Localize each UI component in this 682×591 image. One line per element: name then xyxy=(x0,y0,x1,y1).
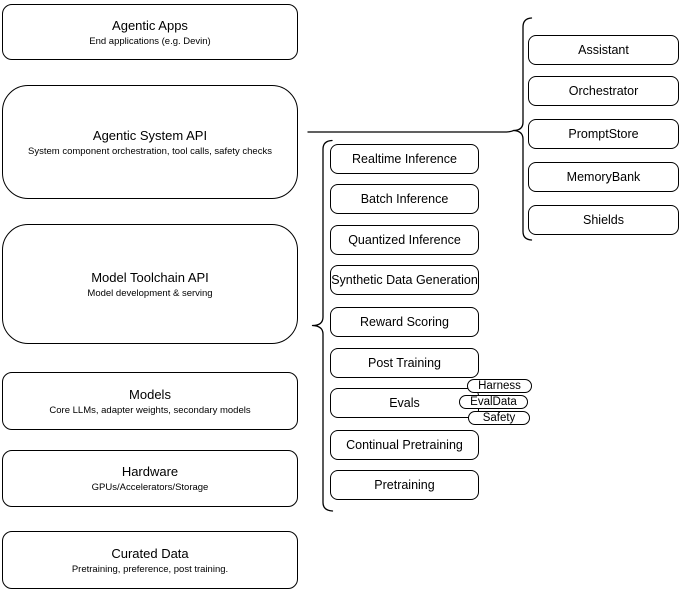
pill-safety: Safety xyxy=(468,411,530,425)
node-orchestrator: Orchestrator xyxy=(528,76,679,106)
pill-evaldata: EvalData xyxy=(459,395,528,409)
node-shields-label: Shields xyxy=(583,213,624,227)
node-agentic-apps: Agentic Apps End applications (e.g. Devi… xyxy=(2,4,298,60)
node-memorybank-label: MemoryBank xyxy=(566,170,641,184)
node-reward-scoring-label: Reward Scoring xyxy=(360,315,449,329)
system-api-to-right-group-connector-line xyxy=(307,129,515,133)
node-assistant: Assistant xyxy=(528,35,679,65)
node-models-subtitle: Core LLMs, adapter weights, secondary mo… xyxy=(49,404,251,416)
node-pretraining: Pretraining xyxy=(330,470,479,500)
node-evals-label: Evals xyxy=(389,396,420,410)
node-promptstore-label: PromptStore xyxy=(568,127,639,141)
node-model-toolchain-api: Model Toolchain API Model development & … xyxy=(2,224,298,344)
node-curated-data-subtitle: Pretraining, preference, post training. xyxy=(71,563,229,575)
node-synthetic-data-generation-label: Synthetic Data Generation xyxy=(331,273,478,287)
node-post-training: Post Training xyxy=(330,348,479,378)
pill-evaldata-label: EvalData xyxy=(470,396,517,408)
node-synthetic-data-generation: Synthetic Data Generation xyxy=(330,265,479,295)
node-agentic-system-api-title: Agentic System API xyxy=(92,127,208,143)
node-hardware-subtitle: GPUs/Accelerators/Storage xyxy=(91,482,209,493)
node-hardware-title: Hardware xyxy=(121,464,179,479)
pill-harness: Harness xyxy=(467,379,532,393)
node-hardware: Hardware GPUs/Accelerators/Storage xyxy=(2,450,298,507)
node-models: Models Core LLMs, adapter weights, secon… xyxy=(2,372,298,430)
node-batch-inference-label: Batch Inference xyxy=(360,192,449,206)
node-model-toolchain-api-subtitle: Model development & serving xyxy=(87,287,213,299)
pill-harness-label: Harness xyxy=(478,380,521,392)
node-curated-data-title: Curated Data xyxy=(111,545,189,561)
node-curated-data: Curated Data Pretraining, preference, po… xyxy=(2,531,298,589)
node-batch-inference: Batch Inference xyxy=(330,184,479,214)
node-agentic-apps-subtitle: End applications (e.g. Devin) xyxy=(89,35,211,47)
node-agentic-system-api-subtitle: System component orchestration, tool cal… xyxy=(28,145,272,157)
node-quantized-inference: Quantized Inference xyxy=(330,225,479,255)
node-quantized-inference-label: Quantized Inference xyxy=(348,233,461,247)
node-models-title: Models xyxy=(129,386,171,402)
node-continual-pretraining: Continual Pretraining xyxy=(330,430,479,460)
node-pretraining-label: Pretraining xyxy=(374,478,435,492)
node-realtime-inference-label: Realtime Inference xyxy=(352,152,457,166)
pill-safety-label: Safety xyxy=(482,412,516,424)
node-reward-scoring: Reward Scoring xyxy=(330,307,479,337)
node-post-training-label: Post Training xyxy=(368,356,441,370)
node-agentic-system-api: Agentic System API System component orch… xyxy=(2,85,298,199)
node-realtime-inference: Realtime Inference xyxy=(330,144,479,174)
node-continual-pretraining-label: Continual Pretraining xyxy=(346,438,463,452)
node-orchestrator-label: Orchestrator xyxy=(568,84,639,98)
node-memorybank: MemoryBank xyxy=(528,162,679,192)
node-agentic-apps-title: Agentic Apps xyxy=(112,17,188,33)
node-model-toolchain-api-title: Model Toolchain API xyxy=(91,269,209,285)
node-evals: Evals xyxy=(330,388,479,418)
node-assistant-label: Assistant xyxy=(578,43,629,57)
node-shields: Shields xyxy=(528,205,679,235)
node-promptstore: PromptStore xyxy=(528,119,679,149)
